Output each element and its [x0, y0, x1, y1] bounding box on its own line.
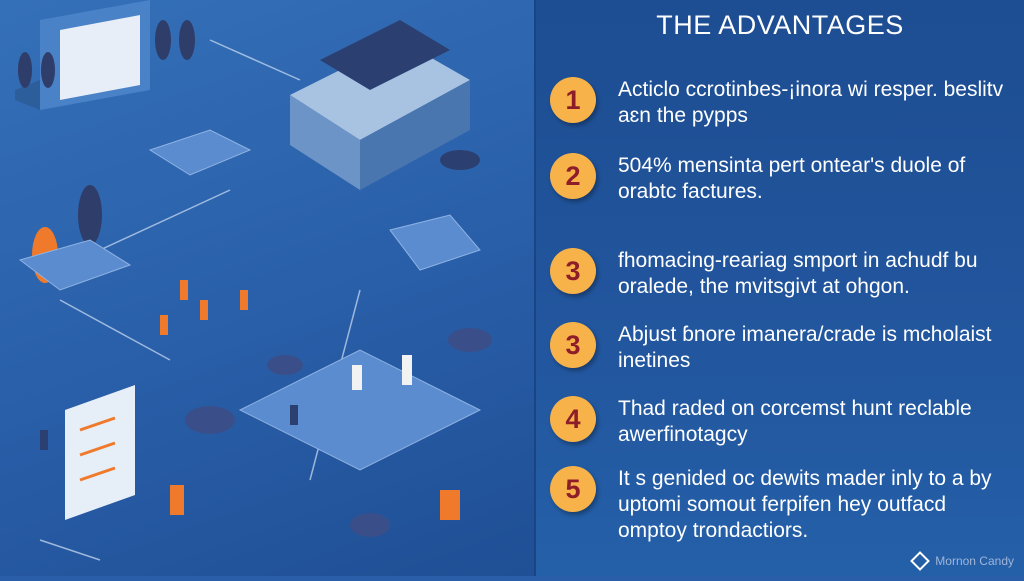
board	[65, 385, 135, 520]
list-item: 2 504% mensinta pert ontear's duole of o…	[550, 153, 1018, 205]
diamond-logo-icon	[910, 551, 931, 571]
number-badge: 4	[550, 396, 596, 442]
platforms	[18, 129, 482, 471]
advantages-panel: THE ADVANTAGES 1 Acticlo ccrotinbes-¡ino…	[534, 0, 1024, 576]
list-item: 3 fhomacing-reariag smport in achudf bu …	[550, 248, 1018, 300]
isometric-illustration	[0, 0, 534, 576]
list-item: 3 Abjust ɓnore imanera/crade is mcholais…	[550, 322, 1018, 374]
trees	[18, 20, 195, 245]
item-text: Abjust ɓnore imanera/crade is mcholaist …	[618, 323, 992, 372]
page-title: THE ADVANTAGES	[656, 10, 904, 40]
brand-name: Mornon Candy	[935, 554, 1014, 568]
number-badge: 5	[550, 466, 596, 512]
item-text: Thad raded on corcemst hunt reclable awe…	[618, 397, 972, 446]
list-item: 5 It s genided oc dewits mader inly to a…	[550, 466, 1018, 544]
brand-logo: Mornon Candy	[910, 551, 1014, 571]
number-badge: 1	[550, 77, 596, 123]
item-text: It s genided oc dewits mader inly to a b…	[618, 467, 992, 542]
item-text: Acticlo ccrotinbes-¡inora wi resper. bes…	[618, 78, 1004, 127]
number-badge: 3	[550, 322, 596, 368]
number-badge: 2	[550, 153, 596, 199]
item-text: fhomacing-reariag smport in achudf bu or…	[618, 249, 978, 298]
machine-top	[290, 20, 480, 190]
list-item: 4 Thad raded on corcemst hunt reclable a…	[550, 396, 1018, 448]
item-text: 504% mensinta pert ontear's duole of ora…	[618, 154, 966, 203]
list-item: 1 Acticlo ccrotinbes-¡inora wi resper. b…	[550, 77, 1018, 129]
people	[40, 280, 248, 515]
building-top-left	[15, 0, 150, 110]
number-badge: 3	[550, 248, 596, 294]
